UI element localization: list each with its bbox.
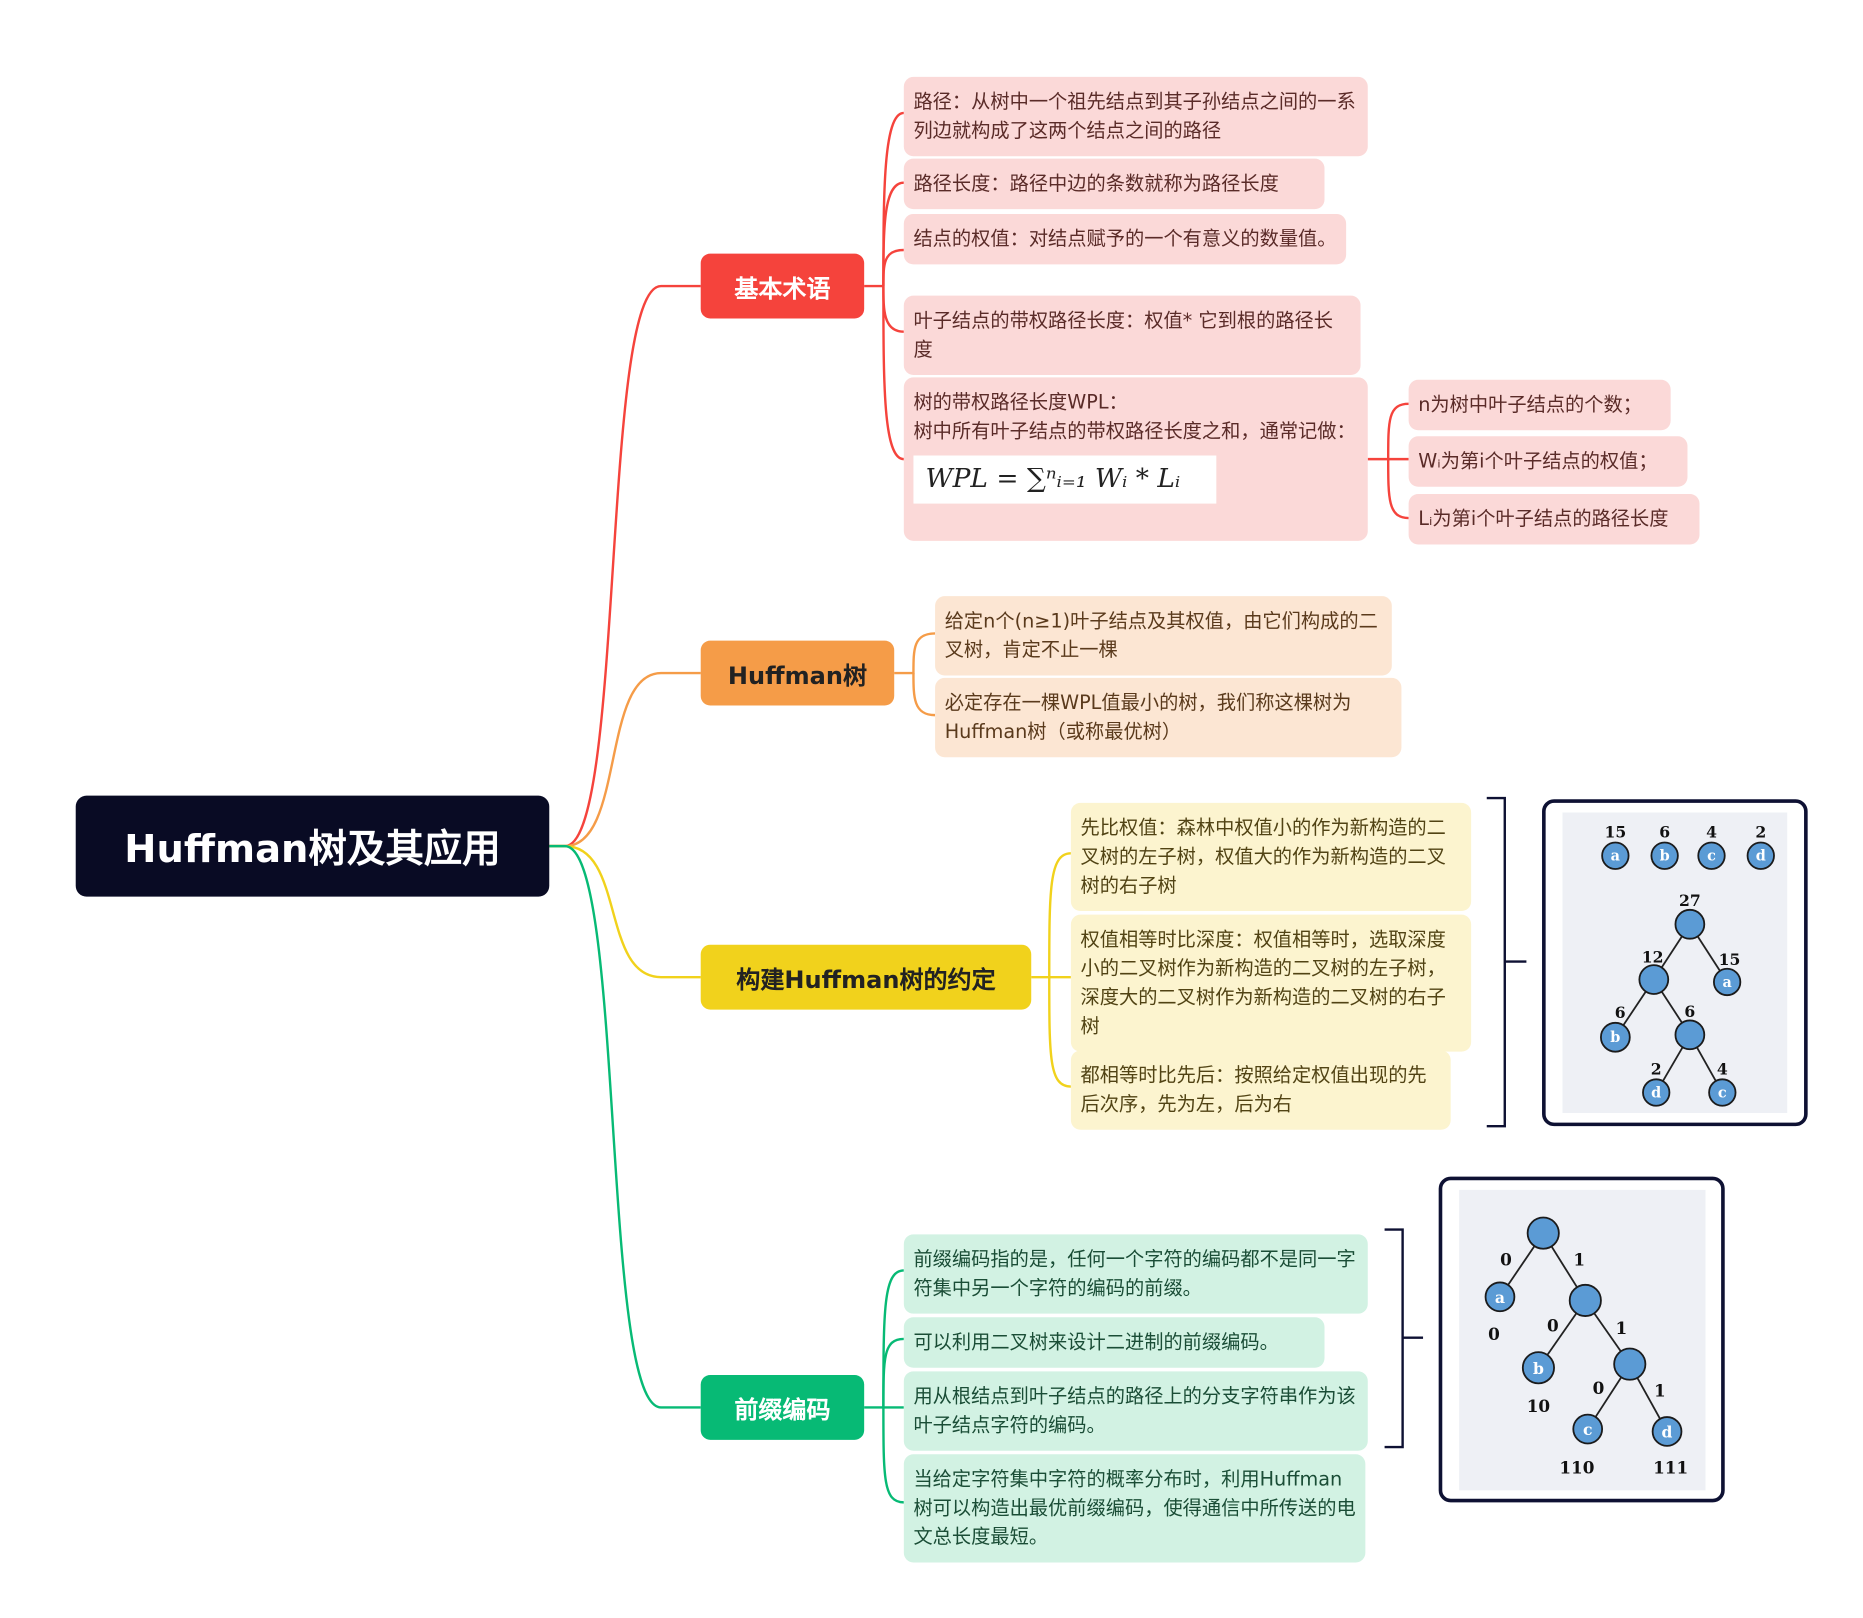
- forest-weight-d: 2: [1755, 823, 1766, 842]
- note-compare-depth[interactable]: 权值相等时比深度：权值相等时，选取深度小的二叉树作为新构造的二叉树的左子树，深度…: [1070, 914, 1472, 1052]
- tree-weight-root: 27: [1679, 891, 1701, 910]
- note-binary-tree-design[interactable]: 可以利用二叉树来设计二进制的前缀编码。: [903, 1317, 1325, 1368]
- leaf-letter-b: b: [1533, 1359, 1544, 1378]
- tree-weight-6b: 6: [1615, 1003, 1626, 1022]
- note-leaf-wpl[interactable]: 叶子结点的带权路径长度：权值* 它到根的路径长度: [903, 295, 1361, 375]
- forest-letter-b: b: [1660, 848, 1670, 865]
- wpl-formula: WPL = ∑ⁿᵢ₌₁ Wᵢ * Lᵢ: [913, 455, 1217, 504]
- note-optimal-tree[interactable]: 必定存在一棵WPL值最小的树，我们称这棵树为Huffman树（或称最优树）: [935, 677, 1402, 758]
- root-topic[interactable]: Huffman树及其应用: [75, 795, 550, 897]
- forest-weight-c: 4: [1706, 823, 1717, 842]
- forest-letter-d: d: [1756, 848, 1766, 865]
- wpl-line-1: 树的带权路径长度WPL：: [913, 390, 1128, 414]
- note-compare-weight[interactable]: 先比权值：森林中权值小的作为新构造的二叉树的左子树，权值大的作为新构造的二叉树的…: [1070, 802, 1472, 912]
- tree-letter-b: b: [1610, 1029, 1620, 1046]
- wpl-line-2: 树中所有叶子结点的带权路径长度之和，通常记做：: [913, 419, 1356, 443]
- prefix-code-figure: 0 1 0 1 0 1 0 10 110 111 a b c d: [1438, 1176, 1725, 1503]
- topic-prefix-code[interactable]: 前缀编码: [700, 1374, 865, 1440]
- prefix-code-svg: 0 1 0 1 0 1 0 10 110 111 a b c d: [1459, 1189, 1706, 1491]
- note-given-leaves[interactable]: 给定n个(n≥1)叶子结点及其权值，由它们构成的二叉树，肯定不止一棵: [935, 596, 1392, 676]
- leaf-letter-c: c: [1583, 1420, 1593, 1439]
- code-c: 110: [1559, 1458, 1594, 1478]
- forest-weight-a: 15: [1604, 823, 1626, 842]
- tree-weight-4: 4: [1717, 1059, 1728, 1078]
- tree-letter-a: a: [1722, 974, 1731, 991]
- code-a: 0: [1488, 1324, 1500, 1344]
- topic-construct-rules[interactable]: 构建Huffman树的约定: [700, 944, 1032, 1010]
- note-node-weight[interactable]: 结点的权值：对结点赋予的一个有意义的数量值。: [903, 213, 1347, 265]
- note-path-length[interactable]: 路径长度：路径中边的条数就称为路径长度: [903, 158, 1325, 210]
- note-n-meaning[interactable]: n为树中叶子结点的个数；: [1408, 379, 1671, 431]
- tree-weight-15: 15: [1719, 950, 1741, 969]
- edge-label-n1-left: 0: [1547, 1316, 1559, 1336]
- edge-label-n2-right: 1: [1654, 1381, 1666, 1401]
- tree-weight-12: 12: [1642, 948, 1664, 967]
- note-tree-wpl[interactable]: 树的带权路径长度WPL： 树中所有叶子结点的带权路径长度之和，通常记做： WPL…: [903, 377, 1368, 541]
- code-b: 10: [1527, 1396, 1550, 1416]
- forest-weight-b: 6: [1659, 823, 1670, 842]
- note-l-meaning[interactable]: Lᵢ为第i个叶子结点的路径长度: [1408, 493, 1700, 545]
- huffman-construction-svg: 15 6 4 2 27 12 15 6 6 2 4 a b c d a b d …: [1562, 812, 1788, 1113]
- leaf-letter-d: d: [1662, 1422, 1673, 1441]
- note-w-meaning[interactable]: Wᵢ为第i个叶子结点的权值；: [1408, 436, 1688, 487]
- topic-basic-terms[interactable]: 基本术语: [700, 253, 865, 319]
- code-d: 111: [1653, 1458, 1688, 1478]
- edge-label-root-left: 0: [1500, 1250, 1512, 1270]
- tree-weight-2: 2: [1651, 1059, 1662, 1078]
- note-optimal-prefix[interactable]: 当给定字符集中字符的概率分布时，利用Huffman树可以构造出最优前缀编码，使得…: [903, 1454, 1366, 1563]
- edge-label-n1-right: 1: [1616, 1318, 1628, 1338]
- forest-letter-a: a: [1611, 848, 1620, 865]
- edge-label-root-right: 1: [1573, 1250, 1585, 1270]
- huffman-construction-figure: 15 6 4 2 27 12 15 6 6 2 4 a b c d a b d …: [1542, 799, 1808, 1127]
- tree-letter-c: c: [1718, 1084, 1727, 1101]
- leaf-letter-a: a: [1495, 1288, 1505, 1307]
- tree-letter-d: d: [1651, 1084, 1661, 1101]
- edge-label-n2-left: 0: [1593, 1378, 1605, 1398]
- note-path[interactable]: 路径：从树中一个祖先结点到其子孙结点之间的一系列边就构成了这两个结点之间的路径: [903, 76, 1368, 157]
- note-path-string[interactable]: 用从根结点到叶子结点的路径上的分支字符串作为该叶子结点字符的编码。: [903, 1371, 1368, 1451]
- note-compare-order[interactable]: 都相等时比先后：按照给定权值出现的先后次序，先为左，后为右: [1070, 1050, 1451, 1130]
- note-prefix-definition[interactable]: 前缀编码指的是，任何一个字符的编码都不是同一字符集中另一个字符的编码的前缀。: [903, 1234, 1368, 1314]
- forest-letter-c: c: [1707, 848, 1716, 865]
- tree-weight-6: 6: [1684, 1002, 1695, 1021]
- topic-huffman-tree[interactable]: Huffman树: [700, 640, 895, 706]
